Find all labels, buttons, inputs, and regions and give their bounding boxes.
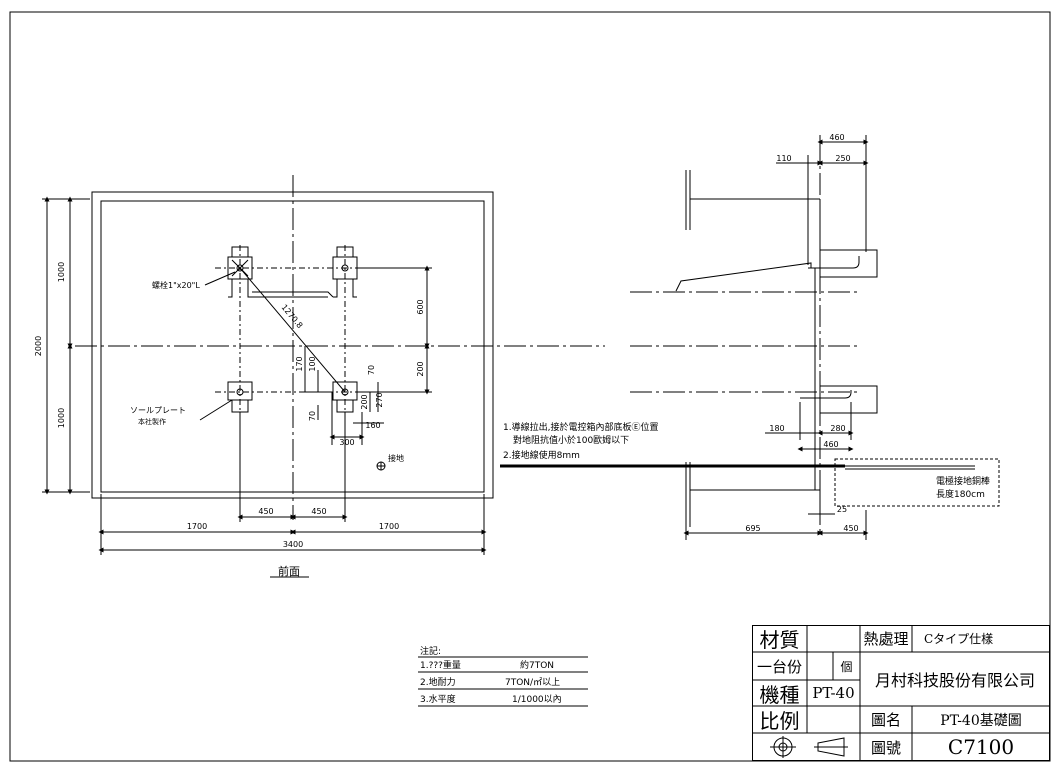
front-view-title: 前面 — [278, 564, 300, 578]
ground-rod-label-1: 電極接地銅棒 — [936, 475, 990, 487]
dim-450-left: 450 — [258, 507, 273, 516]
wiring-note-2: 對地阻抗值小於100歐姆以下 — [513, 434, 629, 446]
dim-695: 695 — [745, 524, 760, 533]
drawing-number-value: C7100 — [947, 735, 1015, 759]
notes-text: 注記: 1.???重量 約7TON 2.地耐力 7TON/㎡以上 3.水平度 1… — [420, 645, 562, 705]
dim-100: 100 — [308, 356, 317, 371]
quantity-unit: 個 — [840, 659, 853, 674]
anchor-bolt-leader — [204, 271, 236, 286]
upper-mount-block — [819, 249, 878, 278]
drawing-name-label: 圖名 — [870, 711, 901, 729]
dim-250: 250 — [835, 154, 850, 163]
ground-rod-callout-box — [834, 458, 1000, 507]
sole-plate-note: 本社製作 — [138, 417, 166, 426]
notes-row-3-value: 1/1000以內 — [512, 694, 562, 705]
dim-1700-left: 1700 — [187, 522, 207, 531]
wiring-note-1: 1.導線拉出,接於電控箱內部底板Ⓔ位置 — [503, 421, 658, 433]
third-angle-projection-icon — [770, 736, 848, 758]
dim-270: 270 — [375, 392, 384, 407]
wiring-notes: 1.導線拉出,接於電控箱內部底板Ⓔ位置 對地阻抗值小於100歐姆以下 2.接地線… — [503, 421, 658, 461]
model-label: 機種 — [759, 682, 800, 707]
dim-25: 25 — [837, 505, 847, 514]
sole-plate-label: ソールプレート — [130, 406, 186, 415]
dim-diagonal: 1270.8 — [279, 303, 304, 330]
dim-1000-upper: 1000 — [57, 262, 66, 282]
dim-460-top: 460 — [829, 133, 844, 142]
anchor-bolt-label: 螺栓1"x20"L — [152, 280, 200, 290]
heat-treatment-value: Cタイプ仕樣 — [924, 632, 994, 646]
scale-label: 比例 — [759, 709, 800, 733]
title-block-grid — [752, 625, 1050, 761]
dim-600: 600 — [416, 299, 425, 314]
lower-hook-bolt — [800, 390, 852, 399]
projection-symbol — [752, 733, 860, 761]
notes-heading: 注記: — [420, 645, 441, 657]
material-value — [807, 625, 860, 652]
dim-280: 280 — [830, 424, 845, 433]
notes-table — [418, 656, 588, 707]
upper-hook-bolt — [808, 256, 860, 269]
side-view-dimension-labels: 460 110 250 180 280 460 25 695 450 電極接地銅… — [745, 133, 990, 533]
wiring-note-3: 2.接地線使用8mm — [503, 449, 580, 461]
dim-160: 160 — [365, 421, 380, 430]
notes-row-3-item: 3.水平度 — [420, 693, 456, 705]
notes-row-2-value: 7TON/㎡以上 — [505, 677, 560, 688]
dim-2000: 2000 — [34, 336, 43, 356]
quantity-label: 一台份 — [756, 657, 802, 676]
company-name: 月村科技股份有限公司 — [874, 671, 1035, 690]
dim-200: 200 — [416, 361, 425, 376]
notes-row-1-item: 1.???重量 — [420, 659, 461, 671]
dim-460-mid: 460 — [823, 440, 838, 449]
ground-label: 接地 — [388, 453, 404, 463]
diagonal-line — [239, 267, 346, 393]
dim-1700-right: 1700 — [379, 522, 399, 531]
dim-450-bottom: 450 — [843, 524, 858, 533]
sloped-plate — [675, 262, 812, 292]
anchor-plate-bottom-left — [227, 381, 253, 413]
notes-row-2-item: 2.地耐力 — [420, 676, 456, 688]
ground-rod-label-2: 長度180cm — [936, 488, 985, 500]
dim-200-small: 200 — [360, 394, 369, 409]
dim-170: 170 — [295, 356, 304, 371]
dim-70-b: 70 — [367, 365, 376, 375]
front-view — [42, 175, 605, 578]
side-view — [630, 135, 1000, 540]
drawing-name-value: PT-40基礎圖 — [940, 712, 1022, 729]
dim-70-a: 70 — [308, 411, 317, 421]
dim-450-right: 450 — [311, 507, 326, 516]
dim-300: 300 — [339, 438, 354, 447]
drawing-number-label: 圖號 — [870, 738, 901, 757]
model-value: PT-40 — [812, 684, 855, 702]
notes-row-1-value: 約7TON — [520, 659, 554, 671]
title-block: 材質 熱處理 Cタイプ仕樣 一台份 個 月村科技股份有限公司 機種 PT-40 … — [752, 625, 1050, 761]
dim-180: 180 — [769, 424, 784, 433]
lower-mount-block — [819, 385, 878, 414]
front-view-dimension-labels: 2000 1000 1000 3400 1700 1700 450 450 60… — [34, 262, 425, 578]
sole-plate-leader — [199, 399, 233, 421]
material-label: 材質 — [759, 628, 800, 652]
dim-1000-lower: 1000 — [57, 408, 66, 428]
drawing-border — [9, 11, 1051, 762]
heat-treatment-label: 熱處理 — [863, 630, 909, 648]
dim-110: 110 — [776, 154, 791, 163]
dim-3400: 3400 — [283, 540, 303, 549]
